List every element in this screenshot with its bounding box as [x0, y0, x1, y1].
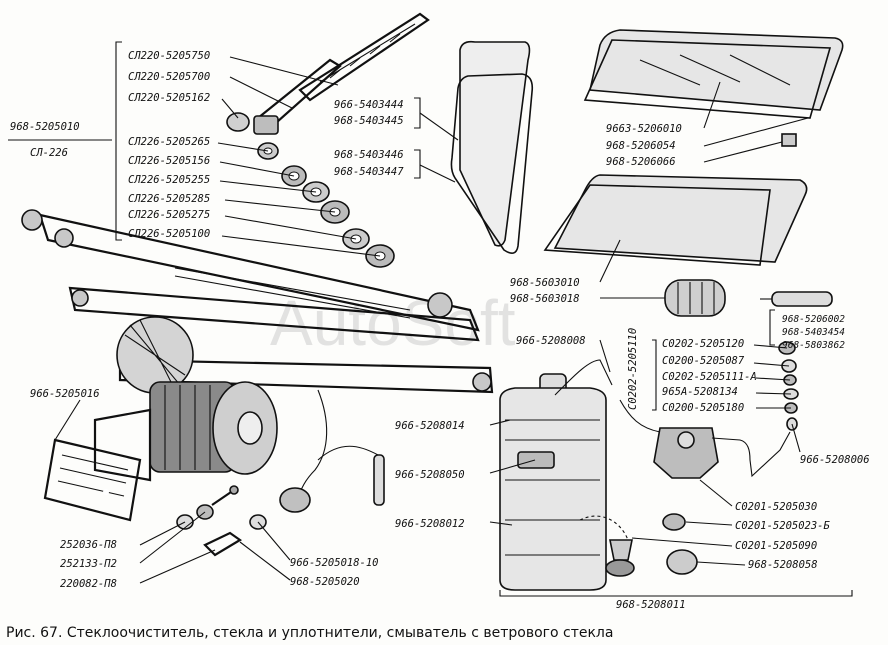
label-assembly-code: 968-5205010 [10, 121, 80, 133]
label-sl226-5205255: СЛ226-5205255 [128, 174, 210, 186]
label-sl226-5205156: СЛ226-5205156 [128, 155, 210, 167]
label-968-5206066: 968-5206066 [606, 156, 676, 168]
label-sl226-5205275: СЛ226-5205275 [128, 209, 210, 221]
label-966-5403444: 966-5403444 [334, 99, 404, 111]
wiper-blade-drawing [298, 12, 430, 102]
label-965a-5208134: 965А-5208134 [662, 386, 738, 398]
label-966-5208008: 966-5208008 [516, 335, 586, 347]
label-966-5208006: 966-5208006 [800, 454, 870, 466]
seal-clip [781, 133, 797, 147]
windshield-seal [583, 39, 832, 119]
seal-roll [664, 279, 726, 317]
label-968-5205020: 968-5205020 [290, 576, 360, 588]
label-968-5803862: 968-5803862 [782, 340, 845, 351]
label-9663-5206010: 9663-5206010 [606, 123, 682, 135]
label-sl220-5205700: СЛ220-5205700 [128, 71, 210, 83]
label-968-5208011: 968-5208011 [616, 599, 686, 611]
wiper-linkage-frame [21, 209, 494, 394]
label-assembly-sub: СЛ-226 [30, 147, 68, 159]
wiper-nut-cap [226, 112, 250, 132]
label-968-5403446: 968-5403446 [334, 149, 404, 161]
pump-small-parts [605, 513, 698, 577]
label-sl226-5205285: СЛ226-5205285 [128, 193, 210, 205]
rear-window-seal [543, 184, 771, 266]
label-252133-p2: 252133-П2 [60, 558, 117, 570]
label-966-5208012: 966-5208012 [395, 518, 465, 530]
label-c0202-5205110: С0202-5205110 [627, 328, 639, 410]
small-fasteners [176, 485, 267, 557]
label-968-5206002: 968-5206002 [782, 314, 845, 325]
washer-reservoir [499, 359, 613, 591]
lock-strip [760, 291, 833, 307]
figure-caption: Рис. 67. Стеклоочиститель, стекла и упло… [6, 625, 613, 641]
label-c0201-5205090: С0201-5205090 [735, 540, 817, 552]
windshield-glass [589, 29, 844, 111]
leader-lines [8, 41, 853, 597]
label-966-5208050: 966-5208050 [395, 469, 465, 481]
label-968-5403445: 968-5403445 [334, 115, 404, 127]
label-c0200-5205087: С0200-5205087 [662, 355, 745, 367]
watermark-text: AutoSoft [270, 287, 516, 359]
label-c0202-5205120: С0202-5205120 [662, 338, 744, 350]
part-labels: 968-5205010 СЛ-226 СЛ220-5205750 СЛ220-5… [10, 50, 870, 611]
rear-window-glass [553, 174, 808, 263]
side-window-seal [450, 73, 534, 254]
label-966-5205016: 966-5205016 [30, 388, 100, 400]
label-968-5403454: 968-5403454 [782, 327, 845, 338]
motor-cable [279, 389, 385, 513]
label-966-5208014: 966-5208014 [395, 420, 465, 432]
label-c0202-5205111-a: С0202-5205111-А [662, 371, 757, 383]
label-sl220-5205750: СЛ220-5205750 [128, 50, 210, 62]
label-968-5208058: 968-5208058 [748, 559, 818, 571]
label-c0201-5205023-b: С0201-5205023-Б [735, 520, 831, 532]
label-968-5206054: 968-5206054 [606, 140, 676, 152]
wiper-switch-block [43, 438, 142, 522]
side-window-glass [459, 40, 531, 247]
washer-pump [619, 399, 791, 479]
wiper-arm-drawing [253, 58, 342, 135]
spindle-washers [257, 142, 395, 268]
label-968-5603010: 968-5603010 [510, 277, 580, 289]
wiper-motor [93, 316, 278, 482]
label-252036-p8: 252036-П8 [60, 539, 117, 551]
label-c0200-5205180: С0200-5205180 [662, 402, 744, 414]
label-c0201-5205030: С0201-5205030 [735, 501, 817, 513]
label-966-5205018-10: 966-5205018-10 [290, 557, 379, 569]
label-220082-p8: 220082-П8 [60, 578, 117, 590]
label-sl226-5205265: СЛ226-5205265 [128, 136, 210, 148]
nozzle-parts [778, 341, 799, 431]
label-968-5603018: 968-5603018 [510, 293, 580, 305]
label-sl226-5205100: СЛ226-5205100 [128, 228, 210, 240]
label-968-5403447: 968-5403447 [334, 166, 404, 178]
label-sl220-5205162: СЛ220-5205162 [128, 92, 210, 104]
